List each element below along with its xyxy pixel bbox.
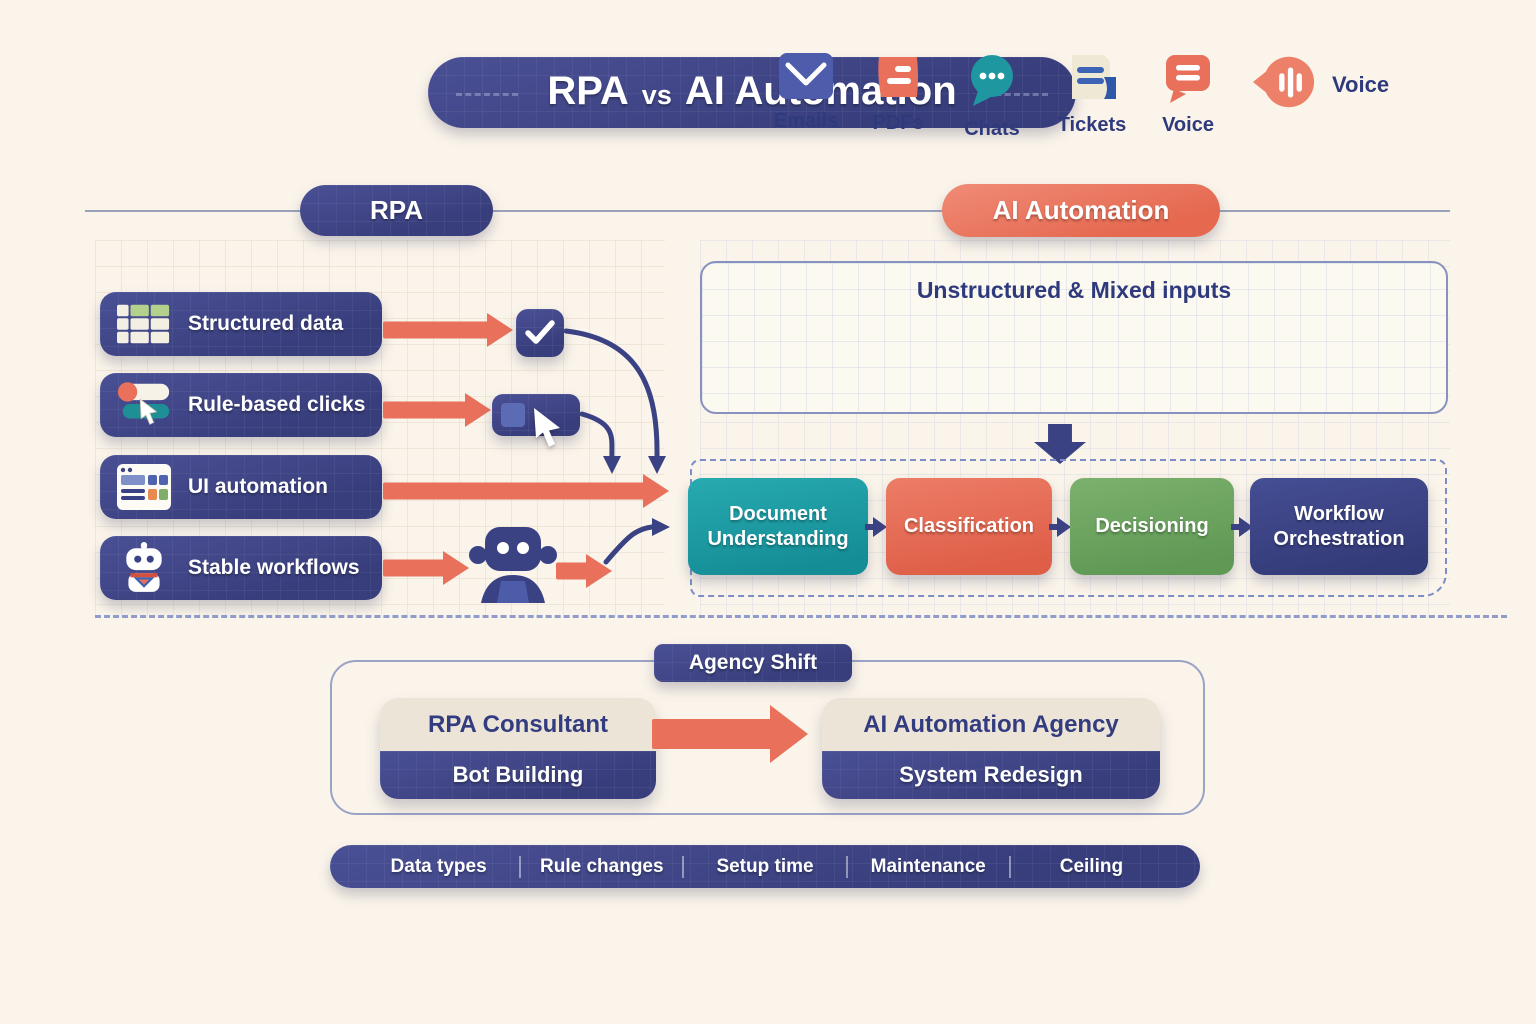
input-label: Chats [964,118,1020,140]
bar-item-rule-changes: Rule changes [540,855,664,877]
agency-shift-title-pill: Agency Shift [654,644,852,682]
stage-document-understanding: Document Understanding [688,478,868,575]
voice-callout: Voice [1252,50,1389,119]
feature-structured-data: Structured data [100,292,382,356]
feature-label: Rule-based clicks [188,393,366,416]
unstructured-inputs-panel: Unstructured & Mixed inputs [700,261,1448,414]
pipeline-arrow-icon [1049,517,1071,537]
bar-separator [682,855,685,878]
browser-window-icon [115,462,173,512]
agency-shift-arrow-icon [652,704,808,764]
checkmark-icon [516,309,564,357]
feature-rule-based-clicks: Rule-based clicks [100,373,382,437]
input-label: Tickets [1057,114,1127,136]
voice-bubble-icon [1162,53,1214,108]
input-label: PDFs [872,112,924,134]
rpa-consultant-title: RPA Consultant [380,698,656,751]
email-icon [779,53,833,104]
feature-stable-workflows: Stable workflows [100,536,382,600]
title-dash-right-decoration [986,92,1048,96]
inputs-panel-title: Unstructured & Mixed inputs [916,277,1232,303]
pipeline-arrow-icon [865,517,887,537]
stage-decisioning: Decisioning [1070,478,1234,575]
input-label: Voice [1162,114,1214,136]
title-vs-text: vs [641,80,672,110]
stage-workflow-orchestration: Workflow Orchestration [1250,478,1428,575]
comparison-bar: Data types Rule changes Setup time Maint… [330,845,1200,888]
feature-ui-automation: UI automation [100,455,382,519]
ai-agency-card: AI Automation Agency System Redesign [822,698,1160,799]
bar-separator [1008,855,1011,878]
arrow-structured-data-icon [383,313,513,347]
input-item-tickets: Tickets [1048,53,1136,137]
stage-classification: Classification [886,478,1052,575]
ticket-icon [1064,53,1120,108]
toggle-click-icon [115,380,173,430]
feature-label: UI automation [188,475,328,498]
table-icon [115,299,173,349]
dashed-divider-line [95,615,1507,618]
robot-icon [115,542,173,593]
input-item-chats: Chats [948,53,1036,141]
button-click-cursor-icon [492,394,580,447]
rpa-section-header: RPA [300,185,493,236]
section-divider-line [85,210,1450,212]
bar-item-data-types: Data types [390,855,487,877]
input-label: Emails [773,110,839,132]
arrow-stable-workflows-robot-icon [383,551,469,585]
ai-agency-subtitle: System Redesign [822,751,1160,799]
pdf-icon [873,53,923,106]
bar-separator [845,855,848,878]
rpa-robot-icon [465,519,561,603]
ai-agency-title: AI Automation Agency [822,698,1160,751]
title-dash-left-decoration [456,92,518,96]
pipeline-arrow-icon [1231,517,1253,537]
input-item-pdfs: PDFs [854,53,942,135]
down-arrow-icon [1034,424,1086,464]
input-item-emails: Emails [762,53,850,133]
chat-bubble-icon [964,53,1020,112]
rpa-consultant-subtitle: Bot Building [380,751,656,799]
bar-item-ceiling: Ceiling [1059,855,1124,877]
arrow-ui-automation-pipeline-icon [383,474,669,508]
ai-section-header: AI Automation [942,184,1220,237]
feature-label: Structured data [188,312,344,335]
input-item-voice: Voice [1144,53,1232,137]
rpa-consultant-card: RPA Consultant Bot Building [380,698,656,799]
voice-callout-label: Voice [1332,71,1390,97]
arrow-robot-out-icon [556,554,612,588]
bar-item-maintenance: Maintenance [870,855,986,877]
voice-speaker-icon [1252,50,1316,119]
title-rpa-text: RPA [547,69,629,113]
arrow-rule-clicks-icon [383,393,491,427]
bar-item-setup-time: Setup time [716,855,814,877]
feature-label: Stable workflows [188,556,360,579]
bar-separator [519,855,522,878]
